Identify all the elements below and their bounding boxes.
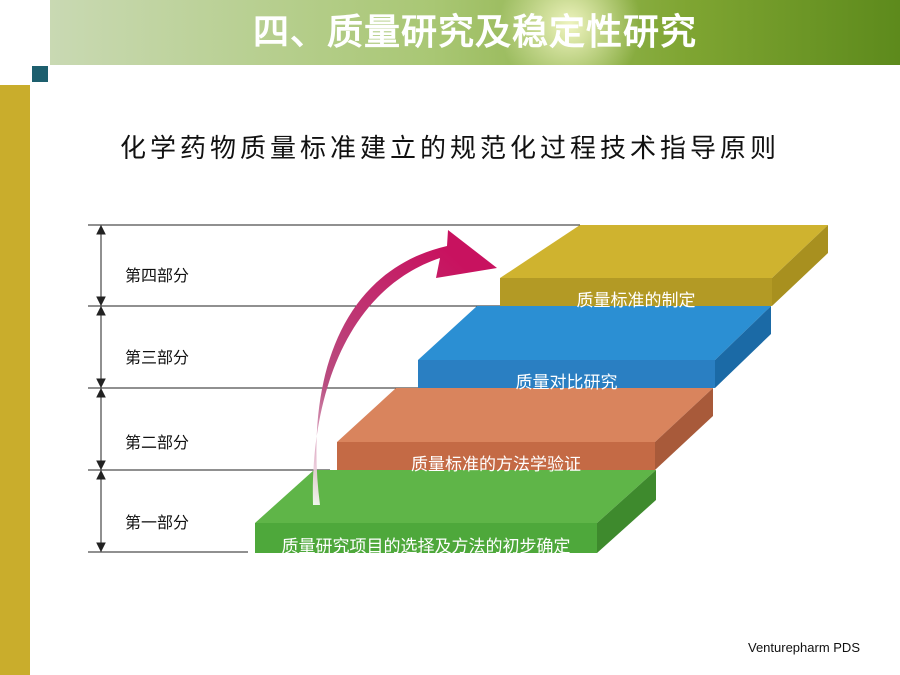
part-label-4: 第四部分 — [125, 266, 190, 285]
dimension-arrows — [96, 224, 106, 553]
step-4 — [500, 225, 828, 306]
part-label-3: 第三部分 — [125, 348, 190, 367]
step-2 — [337, 388, 713, 470]
dimension-arrow — [96, 469, 106, 553]
step-1 — [255, 470, 656, 553]
title-banner: 四、质量研究及稳定性研究 — [50, 0, 900, 65]
level-lines — [88, 224, 580, 553]
left-accent-bar — [0, 85, 30, 675]
corner-square — [32, 66, 48, 82]
footer-brand: Venturepharm PDS — [747, 640, 860, 655]
dimension-arrow — [96, 305, 106, 389]
part-label-2: 第二部分 — [125, 433, 190, 452]
corner-white-block — [0, 66, 30, 82]
step-label-1: 质量研究项目的选择及方法的初步确定 — [281, 537, 571, 557]
dimension-arrow — [96, 387, 106, 471]
banner-glow — [470, 0, 670, 65]
step-label-2: 质量标准的方法学验证 — [411, 455, 581, 475]
step-label-3: 质量对比研究 — [515, 373, 618, 393]
page-title: 四、质量研究及稳定性研究 — [252, 11, 697, 53]
rising-arrow — [312, 230, 497, 505]
step-3 — [418, 306, 771, 388]
step-label-4: 质量标准的制定 — [576, 291, 696, 311]
dimension-arrow — [96, 224, 106, 307]
slide-subtitle: 化学药物质量标准建立的规范化过程技术指导原则 — [119, 134, 780, 164]
part-label-1: 第一部分 — [125, 513, 190, 532]
